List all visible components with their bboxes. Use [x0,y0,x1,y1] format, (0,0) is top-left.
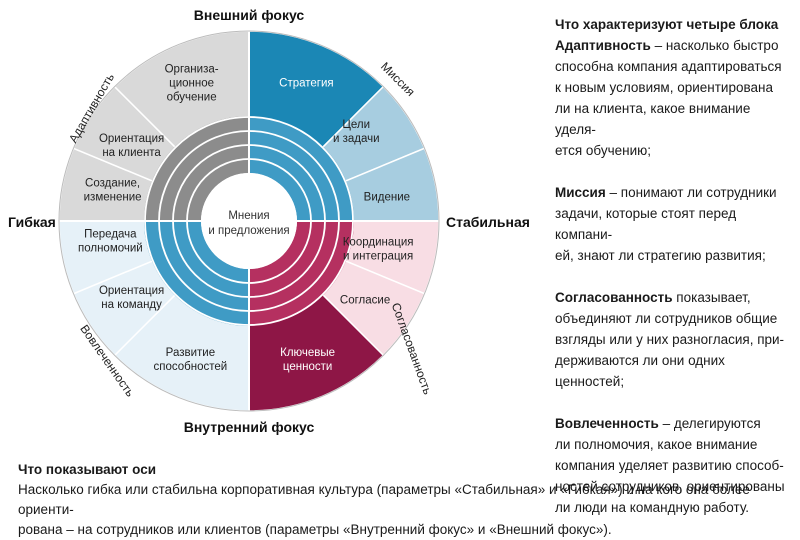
text-mission-2: ей, знают ли стратегию развития; [555,248,766,263]
axes-explanation: Что показывают оси Насколько гибка или с… [18,460,788,540]
description-consistency: Согласованность показывает, объединяют л… [555,287,795,392]
text-consistency-3: держиваются ли они одних ценностей; [555,353,725,389]
term-involvement: Вовлеченность [555,416,659,431]
text-adaptivity-3: ли на клиента, какое внимание уделя- [555,101,751,137]
text-consistency-1: объединяют ли сотрудников общие [555,311,778,326]
term-consistency: Согласованность [555,290,673,305]
description-adaptivity: Адаптивность – насколько быстро способна… [555,35,795,161]
axis-left-label: Гибкая [8,214,56,230]
center-circle [201,173,297,269]
segment-label-change: Создание,изменение [84,178,142,204]
term-mission: Миссия [555,185,606,200]
text-adaptivity-1: способна компания адаптироваться [555,59,782,74]
text-involvement-3: ностей сотрудников, ориентированы [555,479,785,494]
wheel [58,30,440,412]
ring-mission [249,116,354,221]
segment-label-vision: Видение [364,192,410,204]
text-consistency-2: взгляды или у них разногласия, при- [555,332,785,347]
text-adaptivity-0: – насколько быстро [650,38,779,53]
axis-right-label: Стабильная [446,214,530,230]
text-adaptivity-4: ется обучению; [555,143,652,158]
text-adaptivity-2: к новым условиям, ориентирована [555,80,773,95]
text-involvement-4: ли люди на командную работу. [555,500,749,515]
text-mission-1: задачи, которые стоят перед компани- [555,206,737,242]
text-mission-0: – понимают ли сотрудники [605,185,777,200]
description-mission: Миссия – понимают ли сотрудники задачи, … [555,182,795,266]
description-involvement: Вовлеченность – делегируются ли полномоч… [555,413,795,518]
segment-label-strategy: Стратегия [279,77,334,89]
wheel-outline [58,30,440,412]
text-consistency-0: показывает, [672,290,751,305]
segment-label-agreement: Согласие [340,294,390,306]
text-involvement-0: – делегируются [658,416,761,431]
axis-top-label: Внешний фокус [194,7,305,23]
axes-explanation-line1: Насколько гибка или стабильна корпоратив… [18,482,750,517]
blocks-description: Что характеризуют четыре блока Адаптивно… [555,14,795,539]
text-involvement-1: ли полномочия, какое внимание [555,437,758,452]
axes-explanation-line2: рована – на сотрудников или клиентов (па… [18,522,612,537]
ring-adaptivity [144,116,249,221]
axis-bottom-label: Внутренний фокус [184,419,315,435]
center-label-line1: Мнения [228,210,269,222]
ring-involvement [144,221,249,326]
axes-explanation-title: Что показывают оси [18,462,157,477]
text-involvement-2: компания уделяет развитию способ- [555,458,784,473]
ring-consistency [249,221,354,326]
description-heading: Что характеризуют четыре блока [555,17,779,32]
center-label-line2: и предложения [208,225,289,237]
term-adaptivity: Адаптивность [555,38,651,53]
